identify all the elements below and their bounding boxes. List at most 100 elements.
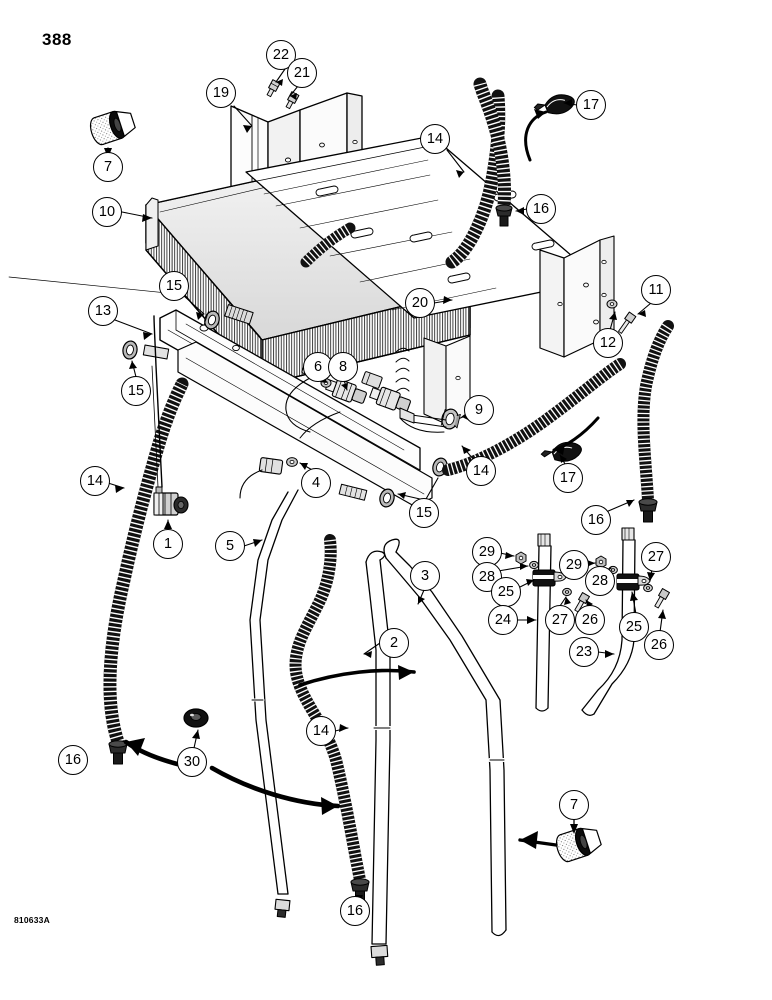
callout-bolt[interactable]: 26 xyxy=(575,605,605,635)
fitting-15-lower xyxy=(338,483,395,508)
callout-label: 12 xyxy=(599,334,617,351)
callout-bolt[interactable]: 26 xyxy=(644,630,674,660)
grommet-plug-16-bottom-left xyxy=(108,740,128,765)
clamp-9 xyxy=(440,408,461,430)
page-number: 388 xyxy=(42,30,72,49)
callout-label: 25 xyxy=(625,618,643,635)
refrigerant-line-2 xyxy=(365,550,392,966)
callout-clamp[interactable]: 15 xyxy=(121,376,151,406)
flex-hose-14-far-right xyxy=(637,320,674,506)
callout-label: 14 xyxy=(312,722,330,739)
callout-switch[interactable]: 1 xyxy=(153,529,183,559)
callout-label: 16 xyxy=(587,511,605,528)
assembly-arrow-right xyxy=(209,765,341,815)
pressure-switch-1 xyxy=(153,486,189,516)
callout-nut[interactable]: 29 xyxy=(559,550,589,580)
callout-discharge-line[interactable]: 23 xyxy=(569,637,599,667)
callout-flexible-hose[interactable]: 14 xyxy=(306,716,336,746)
callout-label: 15 xyxy=(165,277,183,294)
callout-label: 10 xyxy=(98,203,116,220)
callout-bracket-clamp[interactable]: 25 xyxy=(619,612,649,642)
callout-label: 29 xyxy=(565,556,583,573)
callout-bracket-clamp[interactable]: 25 xyxy=(491,577,521,607)
callout-label: 28 xyxy=(478,568,496,585)
callout-label: 2 xyxy=(389,634,399,651)
callout-suction-line[interactable]: 24 xyxy=(488,605,518,635)
callout-label: 22 xyxy=(272,46,290,63)
callout-service-valve[interactable]: 8 xyxy=(328,352,358,382)
callout-label: 27 xyxy=(647,548,665,565)
flex-hose-14-top-right-b xyxy=(473,77,511,213)
fitting-15-left xyxy=(122,340,170,360)
callout-label: 7 xyxy=(103,158,113,175)
callout-label: 3 xyxy=(420,567,430,584)
callout-cable-tie[interactable]: 17 xyxy=(553,463,583,493)
callout-label: 30 xyxy=(183,753,201,770)
callout-mounting-bracket[interactable]: 19 xyxy=(206,78,236,108)
callout-screw[interactable]: 21 xyxy=(287,58,317,88)
grommet-30 xyxy=(183,708,209,728)
callout-lock-washer[interactable]: 28 xyxy=(585,566,615,596)
callout-label: 14 xyxy=(86,472,104,489)
callout-washer[interactable]: 4 xyxy=(301,468,331,498)
callout-hose-clamp-bushing[interactable]: 7 xyxy=(93,152,123,182)
callout-label: 26 xyxy=(581,611,599,628)
callout-evaporator-housing[interactable]: 20 xyxy=(405,288,435,318)
callout-label: 6 xyxy=(313,358,323,375)
washer-4 xyxy=(286,457,298,467)
callout-heater-core[interactable]: 10 xyxy=(92,197,122,227)
callout-grommet-plug[interactable]: 16 xyxy=(340,896,370,926)
callout-hose-clamp-bushing[interactable]: 7 xyxy=(559,790,589,820)
callout-clamp[interactable]: 15 xyxy=(159,271,189,301)
callout-label: 1 xyxy=(163,535,173,552)
callout-label: 15 xyxy=(415,504,433,521)
callout-clamp[interactable]: 15 xyxy=(409,498,439,528)
callout-label: 21 xyxy=(293,64,311,81)
flex-hose-14-core-top xyxy=(300,222,356,268)
callout-refrigerant-line[interactable]: 3 xyxy=(410,561,440,591)
callout-label: 25 xyxy=(497,583,515,600)
callout-washer[interactable]: 12 xyxy=(593,328,623,358)
callout-grommet-plug[interactable]: 16 xyxy=(581,505,611,535)
callout-label: 16 xyxy=(532,200,550,217)
callout-refrigerant-line[interactable]: 2 xyxy=(379,628,409,658)
cable-tie-17-top xyxy=(533,94,575,115)
callout-label: 7 xyxy=(569,796,579,813)
callout-label: 28 xyxy=(591,572,609,589)
assembly-arrow-center xyxy=(298,665,416,687)
refrigerant-line-3 xyxy=(383,538,507,937)
callout-label: 16 xyxy=(64,751,82,768)
callout-label: 16 xyxy=(346,902,364,919)
callout-label: 29 xyxy=(478,543,496,560)
callout-grommet-plug[interactable]: 16 xyxy=(58,745,88,775)
callout-bolt[interactable]: 11 xyxy=(641,275,671,305)
callout-label: 24 xyxy=(494,611,512,628)
fitting-15-upper xyxy=(203,304,254,330)
callout-support-rail[interactable]: 13 xyxy=(88,296,118,326)
callout-label: 9 xyxy=(474,401,484,418)
callout-label: 8 xyxy=(338,358,348,375)
callout-label: 11 xyxy=(648,281,664,298)
callout-flexible-hose[interactable]: 14 xyxy=(80,466,110,496)
callout-washer[interactable]: 27 xyxy=(545,605,575,635)
callout-refrigerant-line[interactable]: 5 xyxy=(215,531,245,561)
callout-grommet-plug[interactable]: 16 xyxy=(526,194,556,224)
callout-label: 27 xyxy=(551,611,569,628)
callout-label: 13 xyxy=(94,302,112,319)
callout-label: 20 xyxy=(411,294,429,311)
callout-label: 14 xyxy=(472,462,490,479)
callout-grommet[interactable]: 30 xyxy=(177,747,207,777)
callout-flexible-hose[interactable]: 14 xyxy=(420,124,450,154)
callout-label: 5 xyxy=(225,537,235,554)
callout-cable-tie[interactable]: 17 xyxy=(576,90,606,120)
callout-label: 17 xyxy=(582,96,600,113)
flex-hose-14-left xyxy=(103,377,189,749)
callout-label: 17 xyxy=(559,469,577,486)
callout-label: 15 xyxy=(127,382,145,399)
callout-washer[interactable]: 27 xyxy=(641,542,671,572)
suction-line-24 xyxy=(515,533,590,712)
callout-label: 4 xyxy=(311,474,321,491)
callout-clamp[interactable]: 9 xyxy=(464,395,494,425)
callout-flexible-hose[interactable]: 14 xyxy=(466,456,496,486)
